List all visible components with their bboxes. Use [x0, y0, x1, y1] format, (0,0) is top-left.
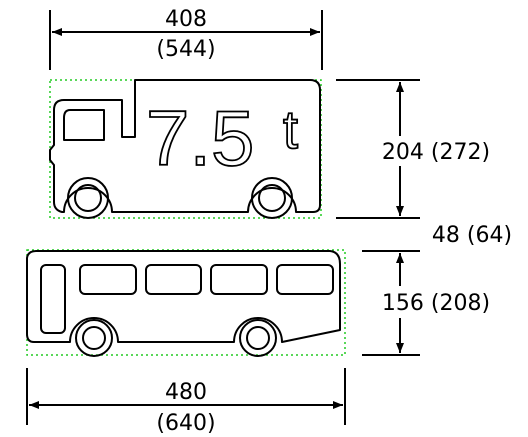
truck-width-alt-label: (544) — [156, 37, 215, 62]
truck-weight-unit: t — [283, 100, 298, 160]
bus-window-2 — [145, 264, 202, 295]
bus-body-outline — [26, 250, 341, 343]
bus-height-dimension — [362, 250, 420, 356]
truck-front-wheel — [67, 177, 109, 219]
bus-window-1 — [79, 264, 137, 295]
bus-figure — [26, 249, 346, 357]
truck-figure: 7.5 t — [49, 79, 322, 219]
truck-weight-number: 7.5 — [146, 94, 254, 182]
gap-label: 48 (64) — [432, 223, 512, 248]
bus-rear-wheel — [239, 319, 277, 357]
truck-window — [63, 109, 105, 141]
bus-front-wheel — [75, 319, 113, 357]
bus-height-label: 156 (208) — [382, 291, 490, 316]
truck-height-label: 204 (272) — [382, 140, 490, 165]
bus-guide-box — [26, 249, 346, 356]
bus-door — [40, 264, 66, 334]
bus-width-alt-label: (640) — [156, 411, 215, 436]
bus-width-label: 480 — [165, 380, 207, 405]
truck-body-outline — [49, 79, 321, 213]
truck-width-label: 408 — [165, 7, 207, 32]
bus-window-4 — [276, 264, 334, 295]
truck-width-dimension — [49, 10, 323, 70]
truck-height-dimension — [336, 79, 420, 219]
bus-width-dimension — [26, 368, 346, 425]
bus-window-3 — [210, 264, 268, 295]
truck-rear-wheel — [251, 177, 293, 219]
